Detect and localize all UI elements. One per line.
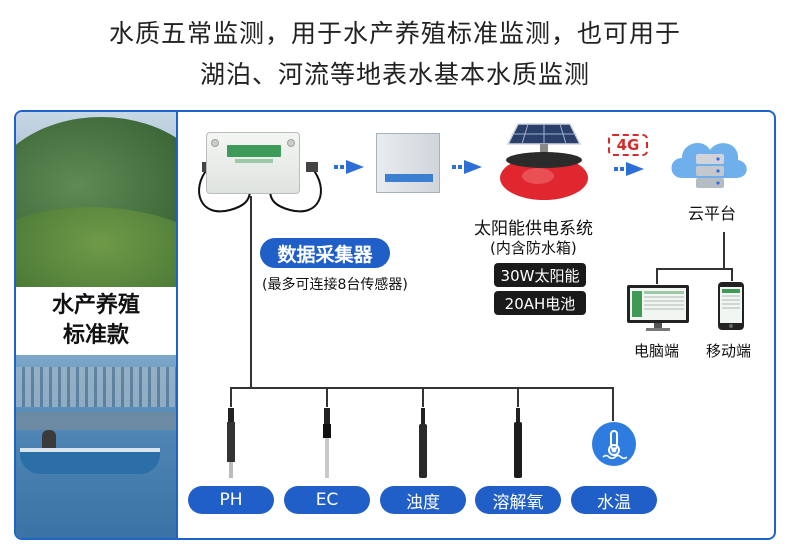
photo-fish-pens bbox=[16, 367, 176, 407]
panel-divider bbox=[176, 112, 178, 538]
connector-line bbox=[517, 387, 519, 407]
sensor-label-ec: EC bbox=[284, 486, 370, 514]
photo-label-line-1: 水产养殖 bbox=[51, 293, 140, 318]
connector-line bbox=[326, 387, 328, 407]
connector-line bbox=[612, 387, 614, 421]
4g-badge: 4G bbox=[608, 134, 648, 156]
box-label-strip bbox=[385, 174, 433, 182]
turbidity-sensor-probe-icon bbox=[419, 408, 427, 478]
desktop-computer-icon bbox=[627, 285, 689, 331]
connector-line bbox=[422, 387, 424, 407]
sensor-label-turbidity: 浊度 bbox=[380, 486, 466, 514]
headline-line-2: 湖泊、河流等地表水基本水质监测 bbox=[199, 60, 590, 89]
connector-line bbox=[656, 268, 732, 270]
data-collector-label: 数据采集器 bbox=[260, 238, 390, 268]
connector-line bbox=[230, 387, 232, 407]
ph-sensor-probe-icon bbox=[227, 408, 235, 478]
mobile-terminal-label: 移动端 bbox=[706, 342, 752, 360]
photo-label-line-2: 标准款 bbox=[62, 323, 129, 348]
pc-terminal-label: 电脑端 bbox=[634, 342, 680, 360]
water-temperature-icon bbox=[592, 422, 636, 466]
arrow-right-icon bbox=[452, 160, 482, 174]
collector-nameplate bbox=[227, 145, 281, 157]
sensor-label-water-temperature: 水温 bbox=[571, 486, 657, 514]
data-collector-note: (最多可连接8台传感器) bbox=[262, 277, 408, 293]
headline-line-1: 水质五常监测，用于水产养殖标准监测，也可用于 bbox=[108, 19, 681, 48]
solar-power-unit-icon bbox=[500, 123, 588, 200]
aquaculture-photo: 水产养殖 标准款 bbox=[16, 112, 176, 538]
photo-fisherman bbox=[42, 430, 56, 450]
arrow-right-icon bbox=[614, 162, 644, 176]
photo-label: 水产养殖 标准款 bbox=[16, 287, 176, 355]
cloud-platform-label: 云平台 bbox=[688, 204, 737, 223]
photo-dock bbox=[16, 412, 176, 430]
solar-system-title: 太阳能供电系统 bbox=[474, 219, 593, 239]
solar-system-subtitle: (内含防水箱) bbox=[490, 239, 577, 257]
battery-spec: 20AH电池 bbox=[494, 291, 586, 315]
arrow-right-icon bbox=[334, 160, 364, 174]
sensor-label-dissolved-oxygen: 溶解氧 bbox=[475, 486, 561, 514]
connector-line bbox=[656, 268, 658, 284]
collector-mount-hole bbox=[211, 139, 219, 147]
dissolved-oxygen-sensor-probe-icon bbox=[514, 408, 522, 478]
sensor-label-ph: PH bbox=[188, 486, 274, 514]
mobile-phone-icon bbox=[718, 282, 744, 330]
data-collector-device-icon bbox=[206, 132, 300, 194]
waterproof-box-icon bbox=[376, 133, 440, 193]
cloud-platform-icon bbox=[671, 143, 747, 188]
photo-boat bbox=[20, 448, 160, 474]
collector-mount-hole bbox=[287, 139, 295, 147]
collector-nameplate-sub bbox=[235, 159, 273, 163]
solar-panel-spec: 30W太阳能 bbox=[494, 263, 586, 287]
ec-sensor-probe-icon bbox=[323, 408, 331, 478]
connector-line bbox=[723, 232, 725, 268]
connector-line bbox=[731, 268, 733, 281]
connector-line bbox=[250, 196, 252, 388]
